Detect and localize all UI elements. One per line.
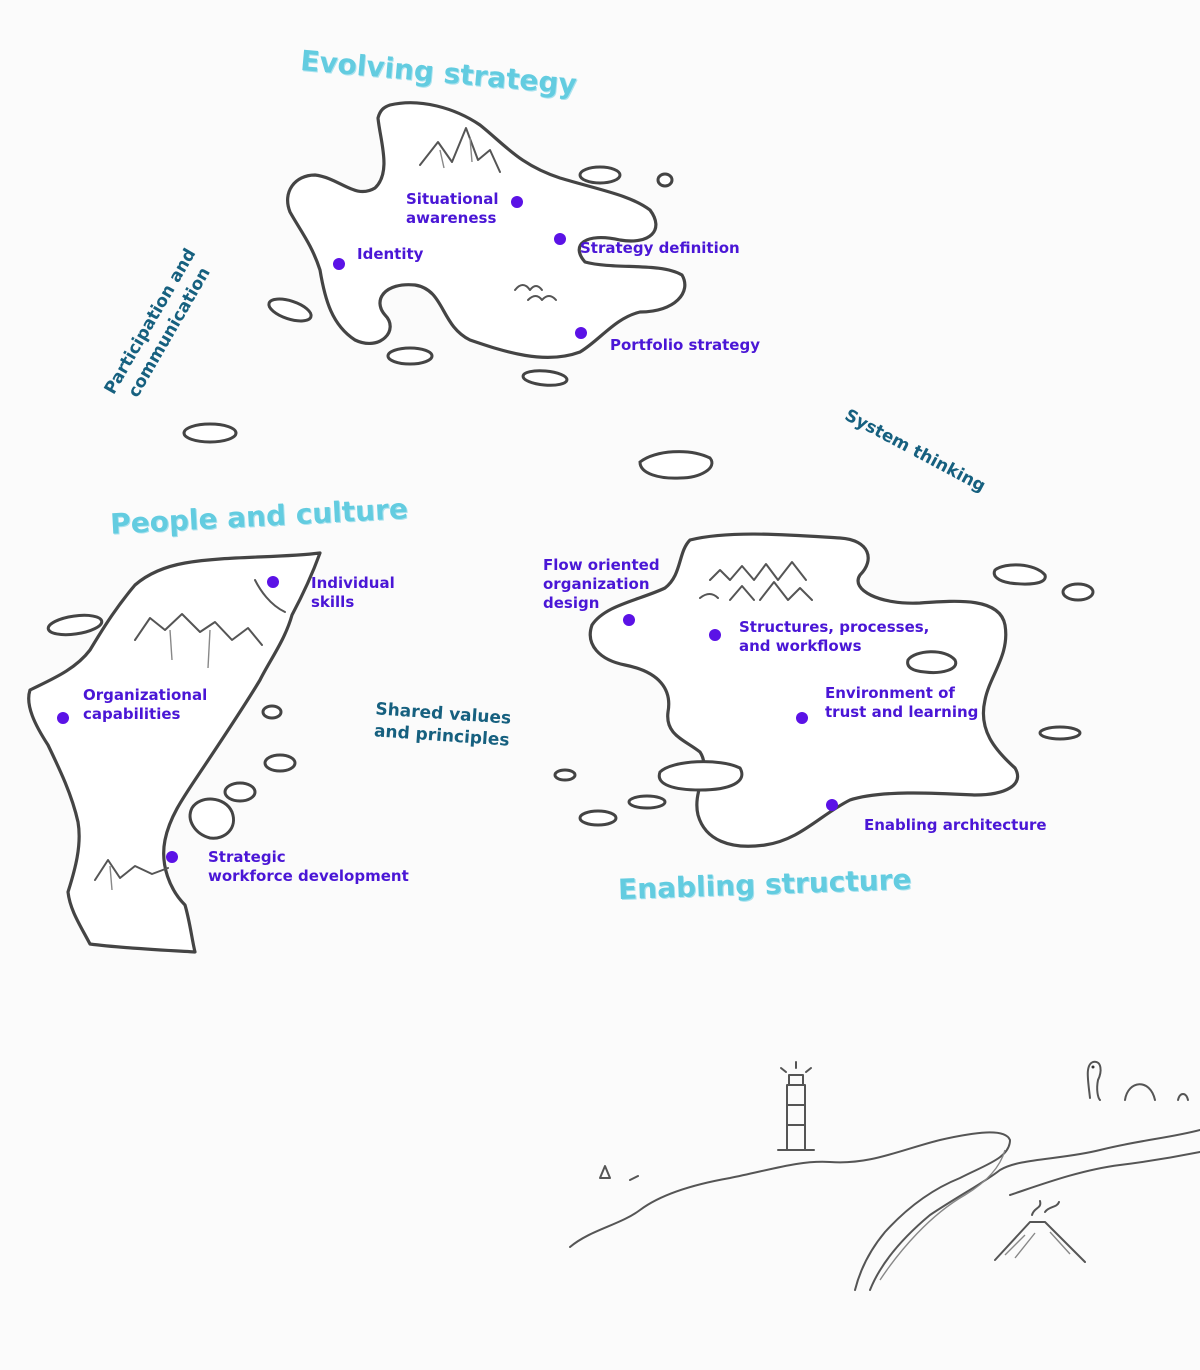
island-people-culture <box>27 551 322 954</box>
marker-strategic-workforce <box>166 851 178 863</box>
volcano-icon <box>994 1200 1086 1263</box>
label-portfolio-strategy: Portfolio strategy <box>610 336 760 354</box>
marker-individual-skills <box>267 576 279 588</box>
label-individual-skills: Individual skills <box>311 574 395 611</box>
label-structures-processes: Structures, processes, and workflows <box>739 618 930 655</box>
label-enabling-architecture: Enabling architecture <box>864 816 1047 834</box>
bird-icon <box>514 284 557 301</box>
sea-serpent-icon <box>1086 1060 1189 1101</box>
label-flow-oriented: Flow oriented organization design <box>543 556 660 612</box>
label-environment-trust: Environment of trust and learning <box>825 684 979 721</box>
marker-situational-awareness <box>511 196 523 208</box>
lighthouse-icon <box>777 1061 815 1151</box>
mountain-icon <box>419 127 501 173</box>
island-evolving-strategy <box>286 101 687 359</box>
ship-icon <box>599 1165 639 1181</box>
marker-enabling-architecture <box>826 799 838 811</box>
label-situational-awareness: Situational awareness <box>406 190 499 227</box>
marker-portfolio-strategy <box>575 327 587 339</box>
mountain-icon <box>709 561 807 581</box>
label-strategy-definition: Strategy definition <box>580 239 740 257</box>
mountain-icon <box>134 613 263 646</box>
label-strategic-workforce: Strategic workforce development <box>208 848 409 885</box>
marker-organizational-capabilities <box>57 712 69 724</box>
island-enabling-structure <box>588 532 1020 848</box>
label-organizational-capabilities: Organizational capabilities <box>83 686 208 723</box>
marker-environment-trust <box>796 712 808 724</box>
marker-strategy-definition <box>554 233 566 245</box>
marker-structures-processes <box>709 629 721 641</box>
marker-flow-oriented <box>623 614 635 626</box>
marker-identity <box>333 258 345 270</box>
label-identity: Identity <box>357 245 424 263</box>
